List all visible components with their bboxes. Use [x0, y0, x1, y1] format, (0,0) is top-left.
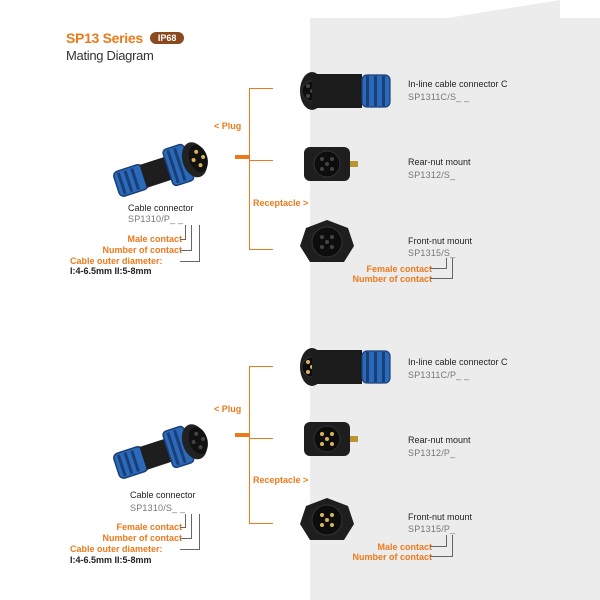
diagram-subtitle: Mating Diagram — [66, 48, 154, 63]
leader-line — [430, 535, 447, 547]
item-code: SP1312/P_ — [408, 448, 456, 458]
header: SP13 Series IP68 — [66, 30, 185, 46]
item-name: Front-nut mount — [408, 512, 473, 522]
note-number-of-contact: Number of contact — [352, 552, 432, 562]
receptacle-label: Receptacle > — [253, 198, 309, 208]
series-title: SP13 Series — [66, 30, 143, 46]
item-name: Front-nut mount — [408, 236, 473, 246]
leader-line — [180, 225, 200, 262]
item-code: SP1315/S_ — [408, 248, 456, 258]
item-name: Rear-nut mount — [408, 435, 471, 445]
item-code: SP1311C/S_ _ — [408, 92, 470, 102]
note-number-of-contact: Number of contact — [102, 533, 182, 543]
note-number-of-contact: Number of contact — [102, 245, 182, 255]
item-code: SP1315/P_ — [408, 524, 456, 534]
note-cable-outer-diameter: Cable outer diameter: — [70, 544, 163, 554]
leader-line — [430, 258, 453, 279]
leader-line — [430, 258, 447, 269]
leader-line — [180, 225, 186, 240]
leader-line — [430, 535, 453, 557]
note-male-contact: Male contact — [127, 234, 182, 244]
panel-diagonal-edge — [310, 0, 560, 40]
cable-connector-receptacle-image — [113, 424, 208, 479]
item-name: In-line cable connector C — [408, 357, 508, 367]
leader-line — [180, 225, 192, 251]
cable-connector-plug-image — [113, 142, 208, 197]
diameter-spec: I:4-6.5mm II:5-8mm — [70, 555, 152, 565]
bracket-connector — [235, 155, 249, 159]
gray-background-panel — [310, 18, 600, 600]
note-male-contact: Male contact — [377, 542, 432, 552]
diameter-spec: I:4-6.5mm II:5-8mm — [70, 266, 152, 276]
leader-line — [180, 514, 186, 528]
bracket-tick — [249, 438, 273, 440]
item-name: Rear-nut mount — [408, 157, 471, 167]
plug-label: < Plug — [214, 404, 242, 414]
note-female-contact: Female contact — [116, 522, 182, 532]
note-number-of-contact: Number of contact — [352, 274, 432, 284]
front-nut-mount-image — [300, 498, 354, 540]
front-nut-mount-image — [300, 220, 354, 262]
bracket-tick — [249, 160, 273, 162]
ip-rating-badge: IP68 — [149, 32, 185, 44]
cable-connector-name: Cable connector — [130, 490, 196, 500]
inline-cable-connector-image — [300, 72, 391, 110]
mating-bracket — [249, 88, 273, 250]
inline-cable-connector-image — [300, 348, 391, 386]
receptacle-label: Receptacle > — [253, 475, 309, 485]
note-female-contact: Female contact — [366, 264, 432, 274]
mating-bracket — [249, 366, 273, 524]
item-code: SP1312/S_ — [408, 170, 456, 180]
note-cable-outer-diameter: Cable outer diameter: — [70, 256, 163, 266]
cable-connector-name: Cable connector — [128, 203, 194, 213]
rear-nut-mount-image — [304, 422, 358, 456]
plug-label: < Plug — [214, 121, 242, 131]
leader-line — [180, 514, 200, 550]
cable-connector-code: SP1310/S_ _ — [130, 503, 186, 513]
leader-line — [180, 514, 192, 539]
item-code: SP1311C/P_ _ — [408, 370, 470, 380]
bracket-connector — [235, 433, 249, 437]
item-name: In-line cable connector C — [408, 79, 508, 89]
rear-nut-mount-image — [304, 147, 358, 181]
cable-connector-code: SP1310/P_ _ — [128, 214, 184, 224]
